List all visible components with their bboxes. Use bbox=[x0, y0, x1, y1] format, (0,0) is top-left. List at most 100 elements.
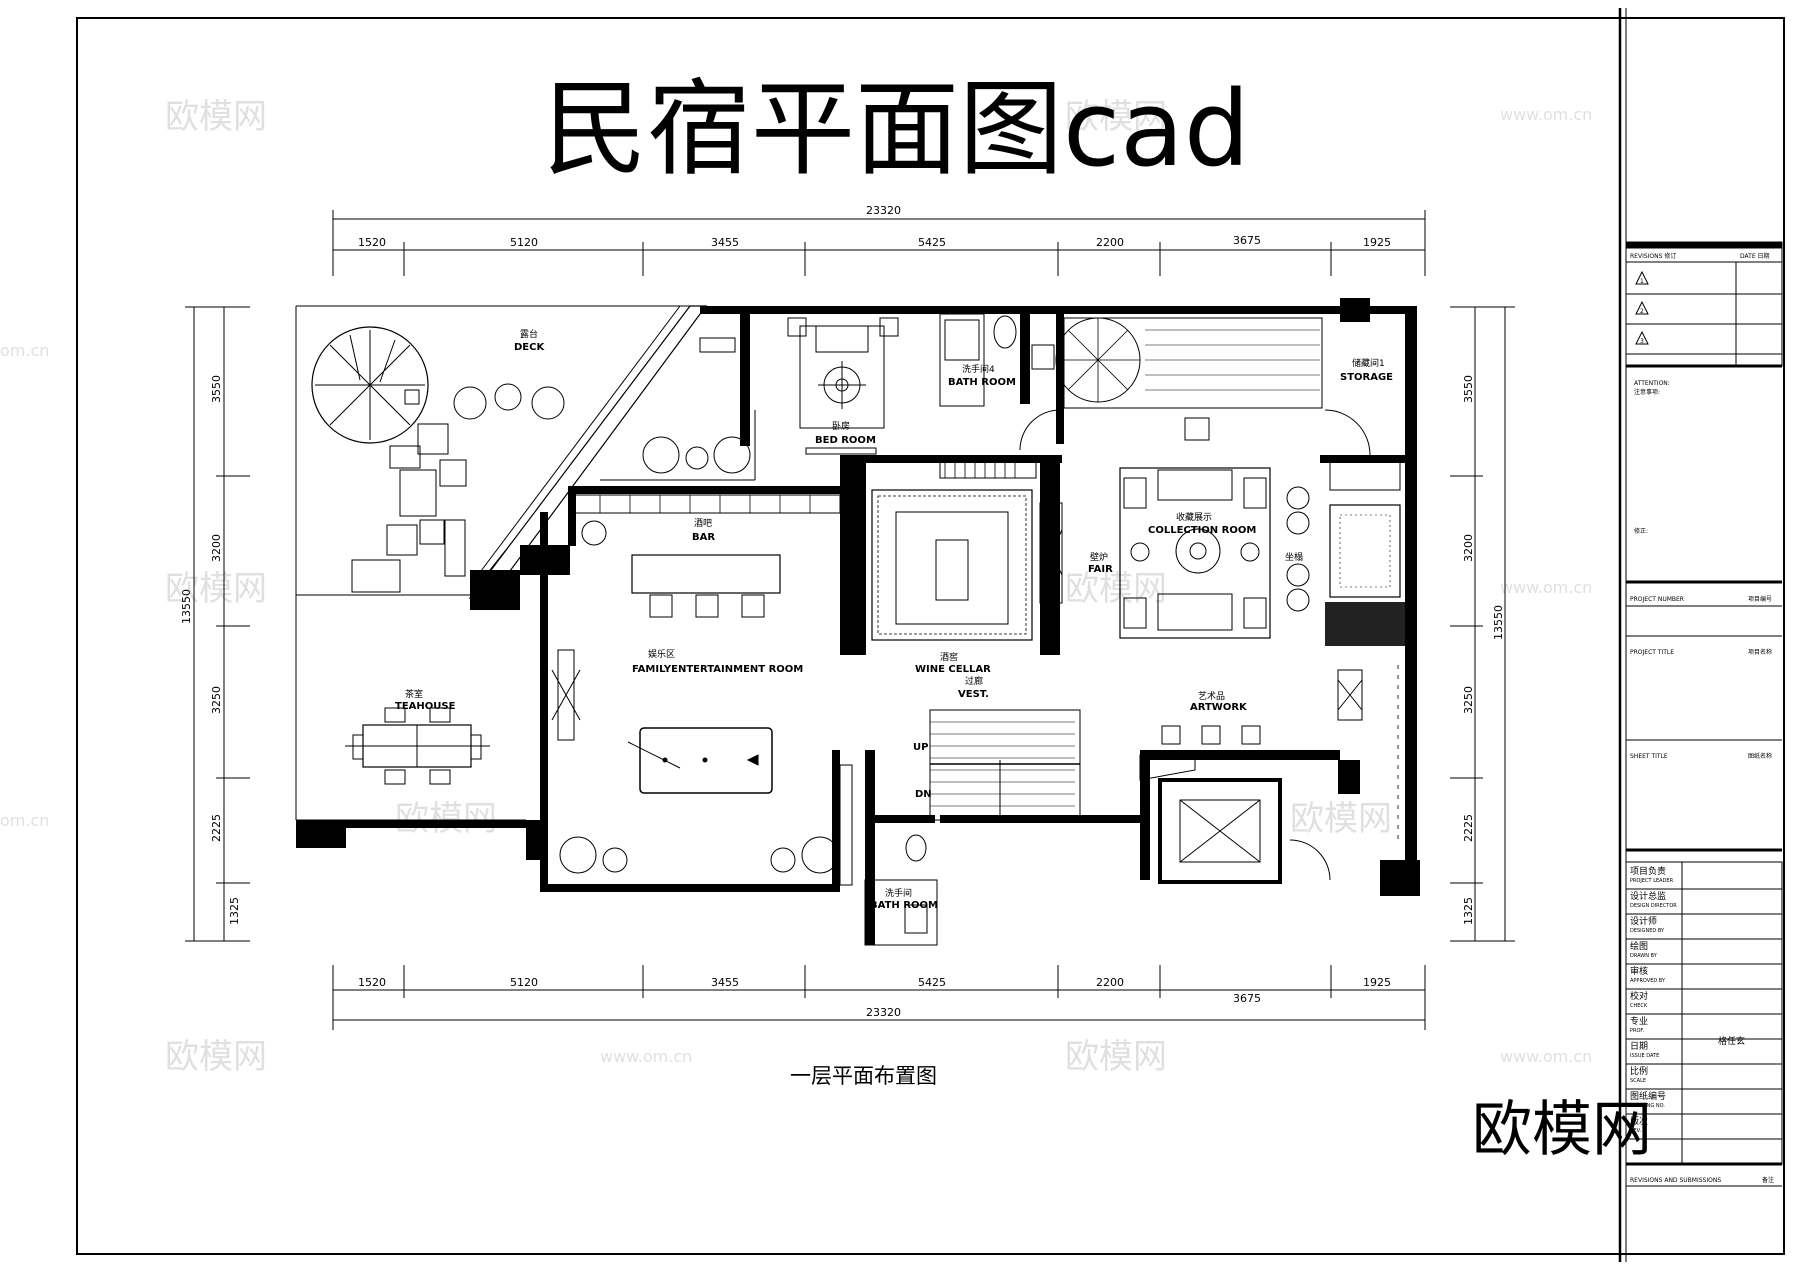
tb-row-label-en: APPROVED BY bbox=[1630, 978, 1666, 984]
dim-left: 1325 bbox=[228, 897, 241, 925]
watermark: 欧模网 bbox=[165, 1037, 267, 1077]
tb-row-label-cn: 项目负责 bbox=[1630, 865, 1666, 877]
dim-bottom: 2200 bbox=[1096, 976, 1124, 989]
label-bath4-cn: 洗手间4 bbox=[962, 363, 995, 375]
tb-row-label-en: DESIGNED BY bbox=[1630, 928, 1665, 934]
tb-row-label-en: SCALE bbox=[1630, 1078, 1646, 1084]
collection-room bbox=[1119, 467, 1271, 639]
dim-total-top: 23320 bbox=[866, 204, 901, 217]
label-seat-cn: 坐榻 bbox=[1285, 551, 1303, 563]
label-wine-cn: 酒窖 bbox=[940, 651, 958, 663]
dim-bottom: 1520 bbox=[358, 976, 386, 989]
label-family-en: FAMILYENTERTAINMENT ROOM bbox=[632, 664, 803, 675]
label-artwork-en: ARTWORK bbox=[1190, 702, 1248, 713]
label-deck-cn: 露台 bbox=[520, 328, 538, 340]
tb-sheet-title-cn: 图纸名称 bbox=[1748, 752, 1772, 760]
watermark-url: www.om.cn bbox=[600, 1047, 692, 1066]
label-up: UP bbox=[913, 742, 928, 753]
tb-row-label-cn: 图纸编号 bbox=[1630, 1090, 1666, 1102]
bar-counter bbox=[631, 554, 781, 594]
title-block-text: REVISIONS 修订 DATE 日期 1 2 3 ATTENTION: 注意… bbox=[1630, 252, 1772, 760]
tb-attention-cn: 注意事项: bbox=[1634, 388, 1660, 396]
label-fireplace-cn: 壁炉 bbox=[1090, 551, 1108, 563]
watermark: 欧模网 bbox=[1290, 799, 1392, 839]
label-teahouse-en: TEAHOUSE bbox=[395, 701, 456, 712]
tree-canopy bbox=[311, 326, 429, 444]
tb-rev-mark: 2 bbox=[1640, 308, 1644, 315]
wine-cellar bbox=[871, 489, 1033, 641]
watermark: 欧模网 bbox=[395, 799, 497, 839]
tb-row-label-cn: 校对 bbox=[1630, 990, 1648, 1002]
label-collection-en: COLLECTION ROOM bbox=[1148, 525, 1256, 536]
dim-left: 2225 bbox=[210, 814, 223, 842]
label-family-cn: 娱乐区 bbox=[648, 648, 675, 660]
watermark-url: om.cn bbox=[0, 811, 49, 830]
dim-bottom: 3675 bbox=[1233, 992, 1261, 1005]
dim-top: 1520 bbox=[358, 236, 386, 249]
tb-row-label-en: PROF. bbox=[1630, 1028, 1644, 1034]
dim-total-bottom: 23320 bbox=[866, 1006, 901, 1019]
tb-project-title-cn: 项目名称 bbox=[1748, 648, 1772, 656]
floor-plan bbox=[295, 298, 1420, 946]
label-vest-cn: 过廊 bbox=[965, 675, 983, 687]
tb-row-label-en: DRAWN BY bbox=[1630, 953, 1658, 959]
tb-row-label-en: DRAWING NO. bbox=[1630, 1103, 1665, 1109]
label-collection-cn: 收藏展示 bbox=[1176, 511, 1212, 523]
label-wine-en: WINE CELLAR bbox=[915, 664, 991, 675]
diagonal-glass-wall bbox=[468, 305, 708, 599]
label-bath-small-cn: 洗手间 bbox=[885, 887, 912, 899]
dim-total-left: 13550 bbox=[180, 589, 193, 624]
dim-right: 3200 bbox=[1462, 534, 1475, 562]
label-bath-small-en: BATH ROOM bbox=[870, 900, 938, 911]
label-deck-en: DECK bbox=[514, 342, 545, 353]
watermark: 欧模网 bbox=[1065, 97, 1167, 137]
tb-prof-value: 格任玄 bbox=[1718, 1035, 1745, 1047]
staircase bbox=[929, 709, 1081, 821]
watermark-url: om.cn bbox=[0, 341, 49, 360]
tb-row-label-cn: 设计师 bbox=[1630, 915, 1657, 927]
deck-outline bbox=[296, 305, 702, 596]
page-title: 民宿平面图cad bbox=[543, 68, 1250, 190]
label-dn: DN bbox=[915, 789, 932, 800]
billiard-table bbox=[639, 727, 773, 794]
drawing-subtitle: 一层平面布置图 bbox=[790, 1064, 937, 1088]
dim-top: 1925 bbox=[1363, 236, 1391, 249]
tb-row-label-cn: 版次 bbox=[1630, 1115, 1648, 1127]
tb-amend: 修正: bbox=[1634, 527, 1648, 535]
tb-sheet-title-en: SHEET TITLE bbox=[1630, 753, 1668, 760]
left-dimensions bbox=[185, 306, 250, 942]
watermark: 欧模网 bbox=[1065, 569, 1167, 609]
watermark: 欧模网 bbox=[165, 569, 267, 609]
dim-left: 3200 bbox=[210, 534, 223, 562]
sheet-frame bbox=[76, 17, 1785, 1255]
dim-bottom: 1925 bbox=[1363, 976, 1391, 989]
tb-row-label-en: CHECK bbox=[1630, 1003, 1648, 1009]
watermark-url: www.om.cn bbox=[1500, 578, 1592, 597]
tb-row-label-cn: 比例 bbox=[1630, 1065, 1648, 1077]
tb-rev-mark: 3 bbox=[1640, 338, 1644, 345]
tb-project-number-en: PROJECT NUMBER bbox=[1630, 596, 1684, 603]
label-bar-cn: 酒吧 bbox=[694, 518, 712, 529]
tb-project-number-cn: 项目编号 bbox=[1748, 595, 1772, 603]
label-teahouse-cn: 茶室 bbox=[405, 688, 423, 700]
tb-submissions-en: REVISIONS AND SUBMISSIONS bbox=[1630, 1177, 1721, 1184]
brand-logo: 欧模网 bbox=[1472, 1095, 1652, 1165]
tb-rev-mark: 1 bbox=[1640, 278, 1644, 285]
label-bedroom-cn: 卧房 bbox=[832, 420, 850, 432]
tb-row-label-cn: 设计总监 bbox=[1630, 890, 1666, 902]
watermark-group: 欧模网 欧模网 www.om.cn 欧模网 欧模网 www.om.cn 欧模网 … bbox=[0, 97, 1592, 1077]
tb-row-label-cn: 专业 bbox=[1630, 1015, 1648, 1027]
tb-project-title-en: PROJECT TITLE bbox=[1630, 649, 1674, 656]
dim-right: 1325 bbox=[1462, 897, 1475, 925]
dim-top: 3455 bbox=[711, 236, 739, 249]
label-bar-en: BAR bbox=[692, 532, 715, 543]
title-block bbox=[1625, 241, 1783, 1187]
watermark: 欧模网 bbox=[165, 97, 267, 137]
label-vest-en: VEST. bbox=[958, 689, 989, 700]
tb-row-label-en: ISSUE DATE bbox=[1630, 1053, 1659, 1059]
tb-row-label-en: DESIGN DIRECTOR bbox=[1630, 903, 1677, 909]
dim-top: 3675 bbox=[1233, 234, 1261, 247]
label-fireplace-en: FAIR bbox=[1088, 564, 1113, 575]
